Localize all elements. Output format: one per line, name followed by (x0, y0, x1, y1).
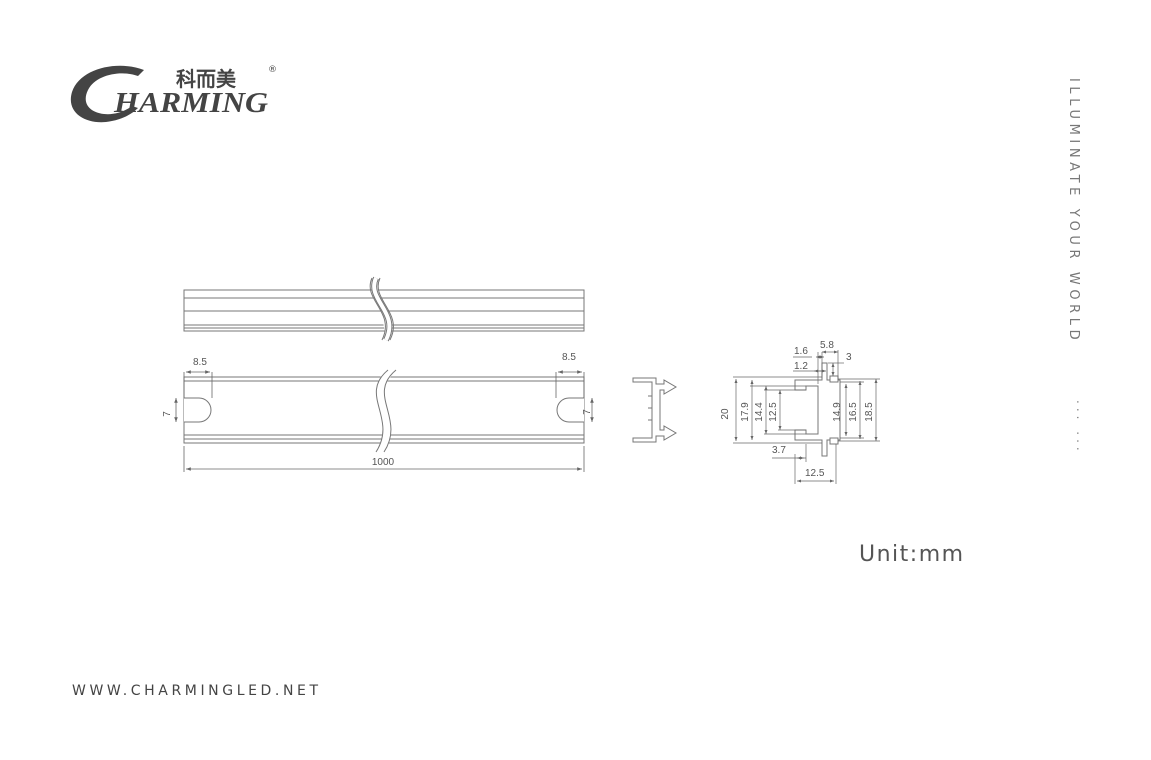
end-view-small (632, 377, 677, 443)
tagline-text: ILLUMINATE YOUR WORLD (1066, 78, 1081, 345)
charming-logo: HARMING 科而美 ® (70, 65, 277, 123)
dim-slot-height-right: 7 (582, 409, 593, 415)
dim-18-5: 18.5 (864, 402, 875, 422)
left-slot (184, 397, 212, 423)
dim-slot-width-left: 8.5 (193, 357, 207, 368)
tagline-dots: ... ... (1074, 400, 1088, 455)
logo-wordmark: HARMING (113, 88, 268, 119)
dim-17-9: 17.9 (740, 402, 751, 422)
cross-section-dimensions (733, 350, 880, 484)
registered-mark: ® (268, 65, 277, 75)
dim-5-8: 5.8 (820, 340, 834, 351)
dim-20: 20 (720, 408, 731, 420)
website-url: WWW.CHARMINGLED.NET (72, 683, 322, 699)
dim-14-4: 14.4 (754, 402, 765, 422)
dim-14-9: 14.9 (832, 402, 843, 422)
dim-3-7: 3.7 (772, 445, 786, 456)
side-view (183, 366, 585, 455)
logo-c-swoosh (70, 65, 144, 123)
dim-3: 3 (846, 352, 852, 363)
dim-1-6: 1.6 (794, 346, 808, 357)
dim-1-2: 1.2 (794, 361, 808, 372)
logo-chinese-name: 科而美 (176, 67, 237, 91)
dim-length: 1000 (372, 457, 395, 468)
dim-16-5: 16.5 (848, 402, 859, 422)
dim-12-5-horizontal: 12.5 (805, 468, 825, 479)
unit-label: Unit:mm (859, 542, 965, 567)
top-view (183, 276, 585, 342)
dim-slot-width-right: 8.5 (562, 352, 576, 363)
break-mark-side (376, 366, 395, 455)
dim-12-5-vertical: 12.5 (768, 402, 779, 422)
side-view-dimensions (174, 370, 594, 472)
right-slot (556, 397, 584, 423)
tagline: ILLUMINATE YOUR WORLD (1066, 78, 1086, 368)
dim-slot-height-left: 7 (162, 411, 173, 417)
